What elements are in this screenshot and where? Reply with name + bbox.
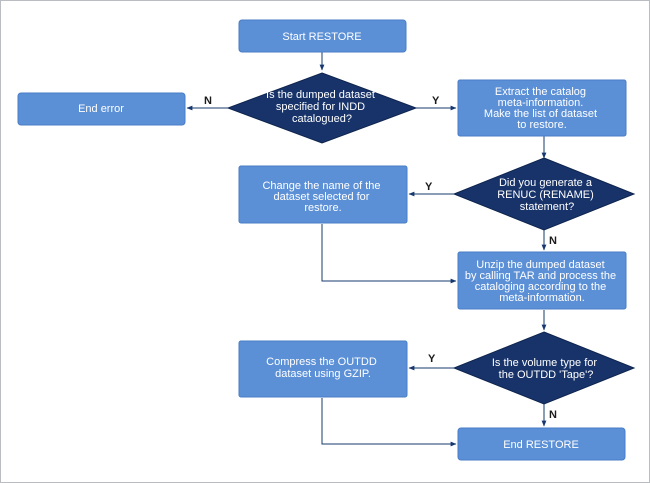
unzip-line-2: by calling TAR and process the [465, 270, 616, 282]
compress-line-1: Compress the OUTDD [266, 356, 377, 368]
label-decision2-yes: Y [425, 181, 433, 193]
unzip-line-1: Unzip the dumped dataset [476, 259, 604, 271]
extract-line-4: to restore. [517, 119, 567, 131]
edge-rename-to-unzip [321, 224, 457, 284]
svg-text:Is the dumped dataset sp: Is the dumped dataset specified for INDD… [266, 89, 378, 125]
label-decision1-yes: Y [432, 95, 440, 107]
label-decision3-yes: Y [428, 353, 436, 365]
node-compress-outdd: Compress the OUTDD dataset using GZIP. [238, 340, 408, 398]
node-start-line-1: Start RESTORE [282, 31, 361, 43]
decision3-line-2: the OUTDD 'Tape'? [499, 369, 594, 381]
node-unzip-dataset: Unzip the dumped dataset by calling TAR … [457, 251, 627, 310]
decision2-line-1: Did you generate a [499, 177, 593, 189]
end-error-line-1: End error [78, 103, 124, 115]
svg-text:Is the volume type for t: Is the volume type for the OUTDD 'Tape'? [492, 357, 600, 381]
compress-line-2: dataset using GZIP. [275, 368, 371, 380]
svg-text:Unzip the dumped dataset: Unzip the dumped dataset by calling TAR … [465, 259, 619, 304]
connectors [186, 52, 547, 447]
decision1-line-1: Is the dumped dataset [266, 89, 375, 101]
edge-labels: N Y Y N Y N [204, 95, 557, 421]
svg-text:Compress the OUTDD datas: Compress the OUTDD dataset using GZIP. [266, 356, 380, 380]
decision1-line-3: catalogued? [292, 113, 352, 125]
decision2-line-3: statement? [520, 201, 574, 213]
decision-volume-type-tape: Is the volume type for the OUTDD 'Tape'? [452, 331, 636, 405]
edge-compress-to-end [321, 398, 457, 447]
decision-renuc-statement: Did you generate a RENUC (RENAME) statem… [452, 157, 636, 231]
label-decision3-no: N [549, 409, 557, 421]
node-start-restore: Start RESTORE [238, 19, 407, 53]
extract-line-2: meta-information. [498, 97, 584, 109]
decision1-line-2: specified for INDD [276, 101, 365, 113]
unzip-line-4: meta-information. [499, 292, 585, 304]
decision-dataset-catalogued: Is the dumped dataset specified for INDD… [226, 72, 418, 144]
node-end-restore: End RESTORE [457, 427, 626, 461]
node-extract-catalog: Extract the catalog meta-information. Ma… [457, 79, 627, 137]
rename-line-1: Change the name of the [262, 180, 380, 192]
label-decision2-no: N [549, 235, 557, 247]
svg-text:Start RESTORE: Start RESTORE [282, 31, 361, 43]
rename-line-3: restore. [304, 202, 341, 214]
svg-text:End error: End error [78, 103, 124, 115]
rename-line-2: dataset selected for [273, 191, 369, 203]
label-decision1-no: N [204, 95, 212, 107]
end-restore-line-1: End RESTORE [503, 439, 579, 451]
decision3-line-1: Is the volume type for [492, 357, 597, 369]
node-change-dataset-name: Change the name of the dataset selected … [238, 165, 408, 224]
svg-text:Did you generate a RENUC: Did you generate a RENUC (RENAME) statem… [497, 177, 597, 213]
extract-line-3: Make the list of dataset [484, 108, 597, 120]
extract-line-1: Extract the catalog [495, 86, 586, 98]
decision2-line-2: RENUC (RENAME) [497, 189, 594, 201]
svg-text:End RESTORE: End RESTORE [503, 439, 579, 451]
svg-text:Change the name of the d: Change the name of the dataset selected … [262, 180, 383, 214]
node-end-error: End error [17, 92, 186, 126]
svg-text:Extract the catalog meta: Extract the catalog meta-information. Ma… [484, 86, 600, 131]
unzip-line-3: cataloging according to the [475, 281, 606, 293]
